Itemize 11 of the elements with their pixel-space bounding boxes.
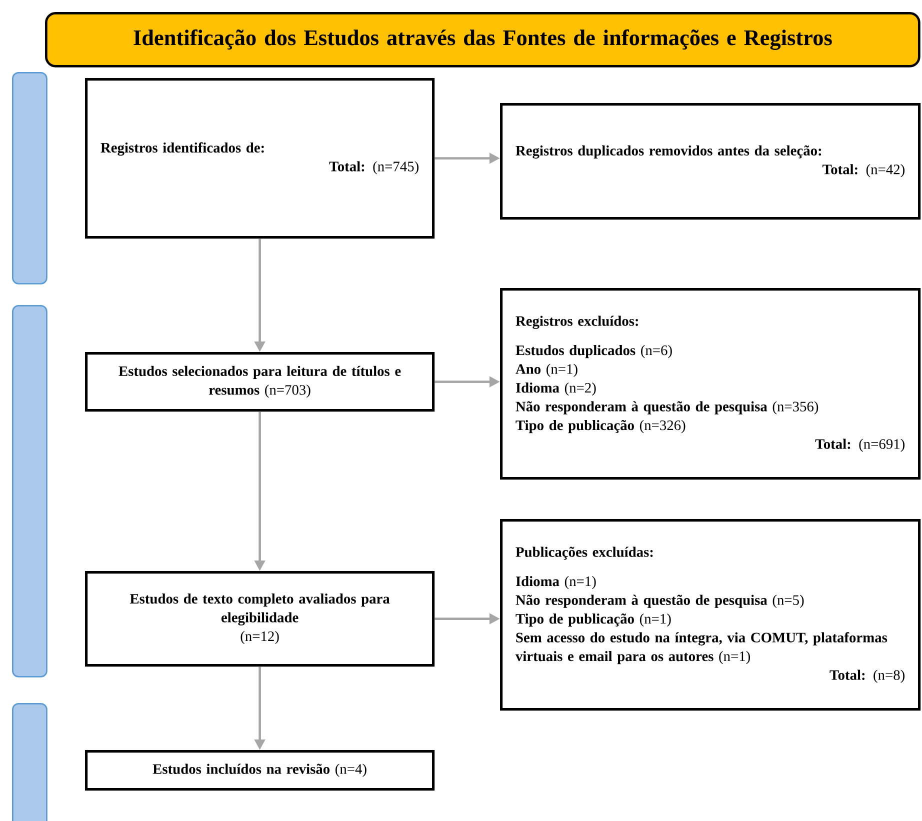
process-box: Estudos incluídos na revisão (n=4) <box>85 750 435 791</box>
process-box: Estudos selecionados para leitura de títulos e resumos (n=703) <box>85 352 435 412</box>
process-box: Publicações excluídas: Idioma (n=1) Não responderam à questão de pesquisa (n=5) Tipo de publicação (n=1) Sem acesso do estudo na íntegra, via COMUT, plataformas virtuais e email para os autores (n=1) Total: (n=8) <box>500 519 921 711</box>
phase-bar <box>12 703 48 821</box>
process-box: Registros excluídos: Estudos duplicados (n=6) Ano (n=1) Idioma (n=2) Não responderam à questão de pesquisa (n=356) Tipo de publicação (n=326) Total: (n=691) <box>500 288 921 480</box>
process-box: Registros identificados de: Total: (n=745) <box>85 78 435 239</box>
phase-bar <box>12 305 48 678</box>
phase-bar <box>12 72 48 284</box>
title-banner: Identificação dos Estudos através das Fontes de informações e Registros <box>45 12 920 68</box>
process-box: Registros duplicados removidos antes da seleção: Total: (n=42) <box>500 103 921 220</box>
process-box: Estudos de texto completo avaliados para elegibilidade (n=12) <box>85 571 435 667</box>
